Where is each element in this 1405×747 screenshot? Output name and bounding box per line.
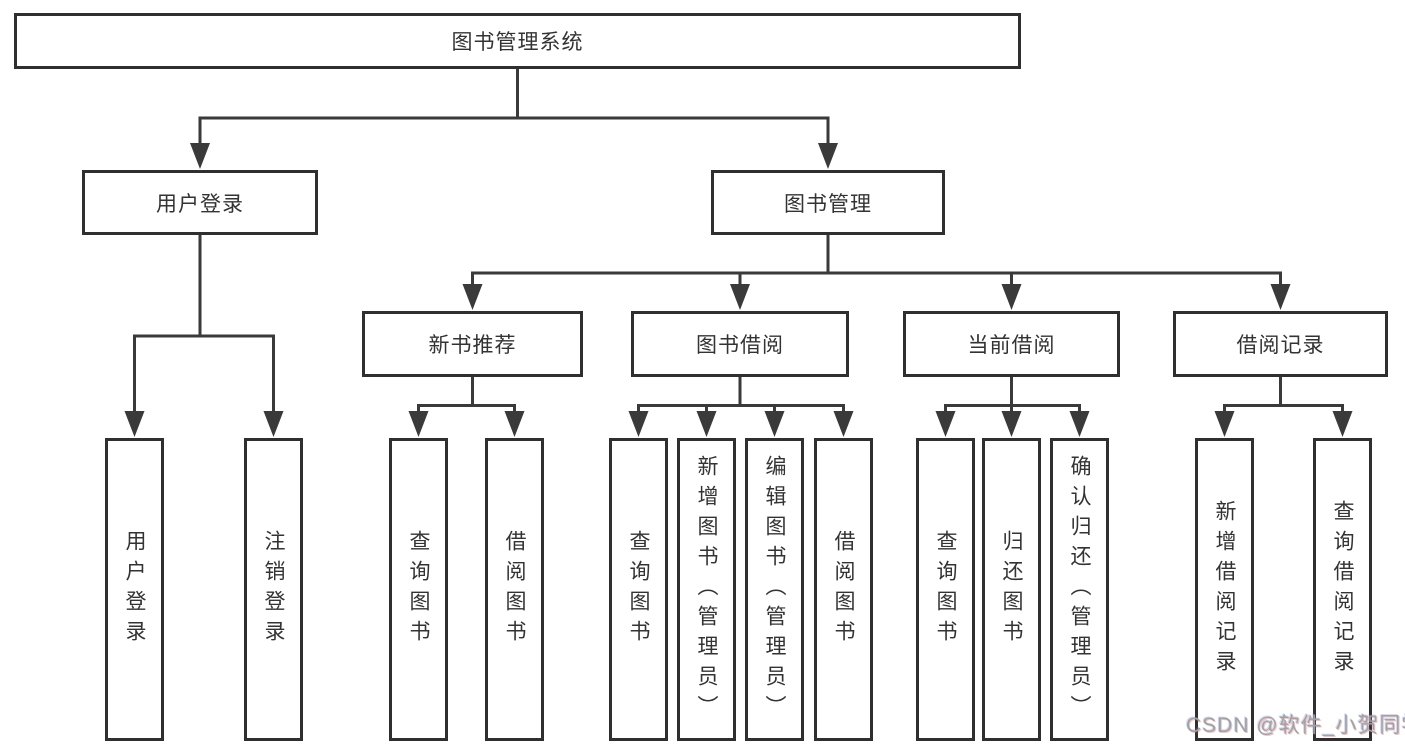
leaf-borrow-books-label: 借阅图书 (832, 529, 855, 650)
leaf-current-query-books-label: 查询图书 (934, 529, 957, 650)
node-root-label: 图书管理系统 (451, 31, 584, 54)
node-current-borrow-label: 当前借阅 (967, 334, 1056, 357)
csdn-watermark: CSDN @软件_小贺同学 (1186, 714, 1405, 737)
leaf-query-borrow-record: 查询借阅记录 (1313, 438, 1372, 741)
leaf-newbook-query-books-label: 查询图书 (407, 529, 430, 650)
node-new-book-recommend: 新书推荐 (362, 311, 583, 377)
leaf-borrow-query-books-label: 查询图书 (627, 529, 650, 650)
leaf-return-books-label: 归还图书 (1000, 529, 1023, 650)
node-book-management: 图书管理 (711, 170, 945, 235)
leaf-logout-label: 注销登录 (262, 529, 285, 650)
leaf-current-query-books: 查询图书 (916, 438, 975, 741)
leaf-add-borrow-record: 新增借阅记录 (1195, 438, 1254, 741)
leaf-borrow-query-books: 查询图书 (609, 438, 668, 741)
leaf-borrow-books: 借阅图书 (814, 438, 873, 741)
node-borrow-records: 借阅记录 (1173, 311, 1388, 377)
leaf-add-books-admin-label: 新增图书（管理员） (695, 454, 718, 725)
node-user-login: 用户登录 (82, 170, 318, 235)
leaf-newbook-borrow-books-label: 借阅图书 (503, 529, 526, 650)
leaf-query-borrow-record-label: 查询借阅记录 (1331, 499, 1354, 680)
leaf-user-login-label: 用户登录 (123, 529, 146, 650)
leaf-add-books-admin: 新增图书（管理员） (677, 438, 736, 741)
node-current-borrow: 当前借阅 (903, 311, 1120, 377)
node-book-borrow-label: 图书借阅 (696, 334, 784, 357)
node-book-management-label: 图书管理 (784, 192, 872, 216)
node-user-login-label: 用户登录 (156, 192, 244, 216)
leaf-confirm-return-admin: 确认归还（管理员） (1050, 438, 1109, 741)
leaf-logout: 注销登录 (244, 438, 303, 741)
leaf-edit-books-admin: 编辑图书（管理员） (745, 438, 804, 741)
leaf-confirm-return-admin-label: 确认归还（管理员） (1068, 454, 1091, 725)
leaf-newbook-borrow-books: 借阅图书 (485, 438, 544, 741)
leaf-newbook-query-books: 查询图书 (389, 438, 448, 741)
node-new-book-recommend-label: 新书推荐 (428, 334, 517, 357)
node-root-system: 图书管理系统 (14, 13, 1021, 69)
leaf-user-login: 用户登录 (105, 438, 164, 741)
leaf-add-borrow-record-label: 新增借阅记录 (1213, 499, 1236, 680)
node-book-borrow: 图书借阅 (631, 311, 849, 377)
leaf-return-books: 归还图书 (982, 438, 1041, 741)
leaf-edit-books-admin-label: 编辑图书（管理员） (763, 454, 786, 725)
node-borrow-records-label: 借阅记录 (1236, 334, 1325, 357)
